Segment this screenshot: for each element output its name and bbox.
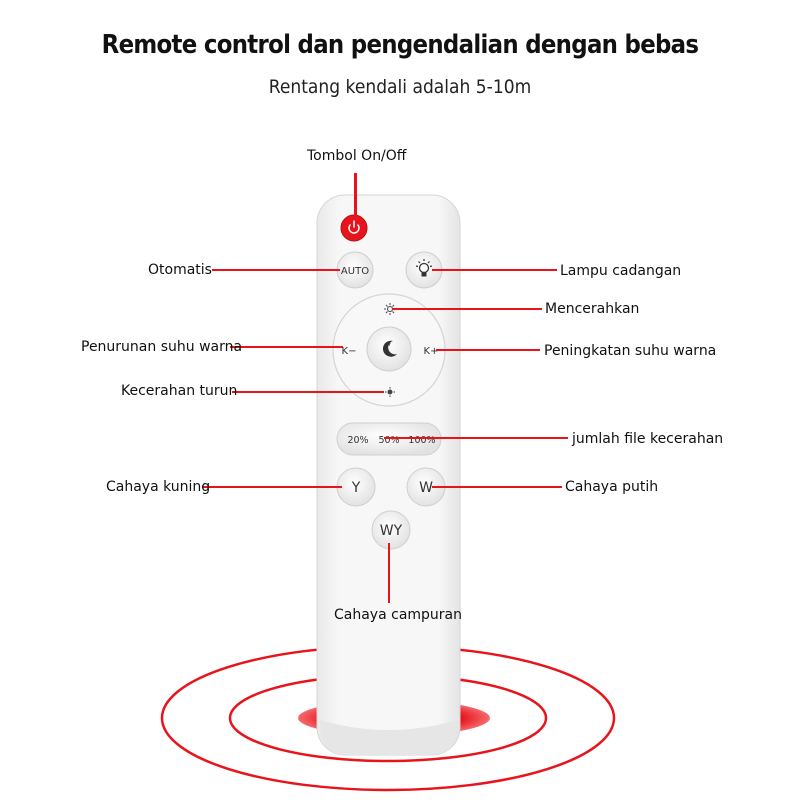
moon-icon: ★ — [382, 340, 397, 357]
callout-auto: Otomatis — [148, 262, 212, 278]
callout-line-temp-up — [436, 349, 540, 351]
night-mode-button[interactable]: ★ — [366, 326, 412, 372]
callout-dim: Kecerahan turun — [121, 383, 238, 399]
auto-button-label: AUTO — [341, 266, 369, 277]
callout-line-temp-down — [230, 346, 343, 348]
callout-line-yellow — [202, 486, 342, 488]
wy-button-label: WY — [380, 523, 403, 539]
page-subtitle: Rentang kendali adalah 5-10m — [268, 76, 532, 98]
callout-mixed: Cahaya campuran — [334, 607, 463, 623]
callout-line-brightness-levels — [384, 437, 568, 439]
power-button[interactable] — [340, 214, 368, 242]
callout-on-off: Tombol On/Off — [307, 148, 407, 164]
brightness-20-label: 20% — [347, 435, 368, 446]
callout-line-on-off — [354, 173, 357, 218]
callout-brightness-levels: jumlah file kecerahan — [572, 431, 724, 447]
dim-button[interactable] — [385, 387, 395, 397]
color-temp-down-button[interactable]: K− — [342, 346, 357, 357]
mixed-light-button[interactable]: WY — [371, 510, 411, 550]
page-title: Remote control dan pengendalian dengan b… — [101, 30, 699, 60]
auto-button[interactable]: AUTO — [336, 251, 374, 289]
svg-text:★: ★ — [386, 341, 391, 348]
callout-yellow: Cahaya kuning — [106, 479, 211, 495]
callout-backup-light: Lampu cadangan — [560, 263, 682, 279]
callout-line-auto — [212, 269, 340, 271]
y-button-label: Y — [351, 480, 361, 496]
callout-line-white — [432, 486, 562, 488]
callout-line-dim — [232, 391, 384, 393]
w-button-label: W — [419, 480, 433, 496]
yellow-light-button[interactable]: Y — [336, 467, 376, 507]
k-plus-label: K+ — [424, 346, 439, 357]
callout-white: Cahaya putih — [565, 479, 659, 495]
callout-line-mixed — [388, 543, 390, 603]
k-minus-label: K− — [342, 346, 357, 357]
bulb-icon — [415, 259, 433, 277]
callout-line-brighten — [392, 308, 542, 310]
callout-temp-up: Peningkatan suhu warna — [544, 343, 717, 359]
color-temp-up-button[interactable]: K+ — [424, 346, 439, 357]
callout-brighten: Mencerahkan — [545, 301, 640, 317]
white-light-button[interactable]: W — [406, 467, 446, 507]
callout-temp-down: Penurunan suhu warna — [81, 339, 243, 355]
brightness-100-label: 100% — [408, 435, 435, 446]
brightness-levels-button[interactable]: 20% 50% 100% — [336, 422, 442, 456]
brightness-50-label: 50% — [378, 435, 399, 446]
dim-sun-icon — [385, 387, 395, 397]
callout-line-backup-light — [432, 269, 557, 271]
